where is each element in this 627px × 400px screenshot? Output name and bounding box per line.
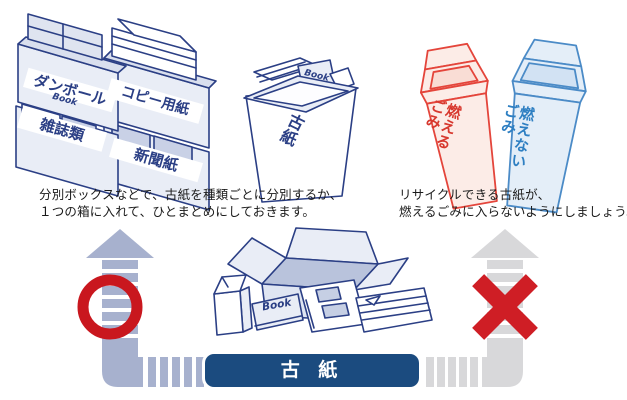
ok-circle-icon (77, 274, 143, 340)
flow-arrow-denied (426, 229, 539, 387)
garbage-caption-line1: リサイクルできる古紙が、 (399, 187, 551, 202)
paper-flow-banner: 古 紙 (205, 354, 419, 387)
open-box-art (213, 227, 433, 336)
garbage-caption-line2: 燃えるごみに入らないようにしましょう。 (399, 204, 627, 219)
garbage-caption: リサイクルできる古紙が、 燃えるごみに入らないようにしましょう。 (399, 186, 627, 220)
paper-bin-art (243, 57, 359, 203)
ng-cross-icon (472, 274, 538, 340)
garbage-bins-art (419, 38, 587, 214)
sorting-caption-line1: 分別ボックスなどで、古紙を種類ごとに分別するか、 (39, 187, 343, 202)
sorting-caption: 分別ボックスなどで、古紙を種類ごとに分別するか、 １つの箱に入れて、ひとまとめに… (39, 186, 342, 220)
flow-arrow-allowed (86, 229, 204, 387)
sorting-caption-line2: １つの箱に入れて、ひとまとめにしておきます。 (39, 204, 316, 219)
